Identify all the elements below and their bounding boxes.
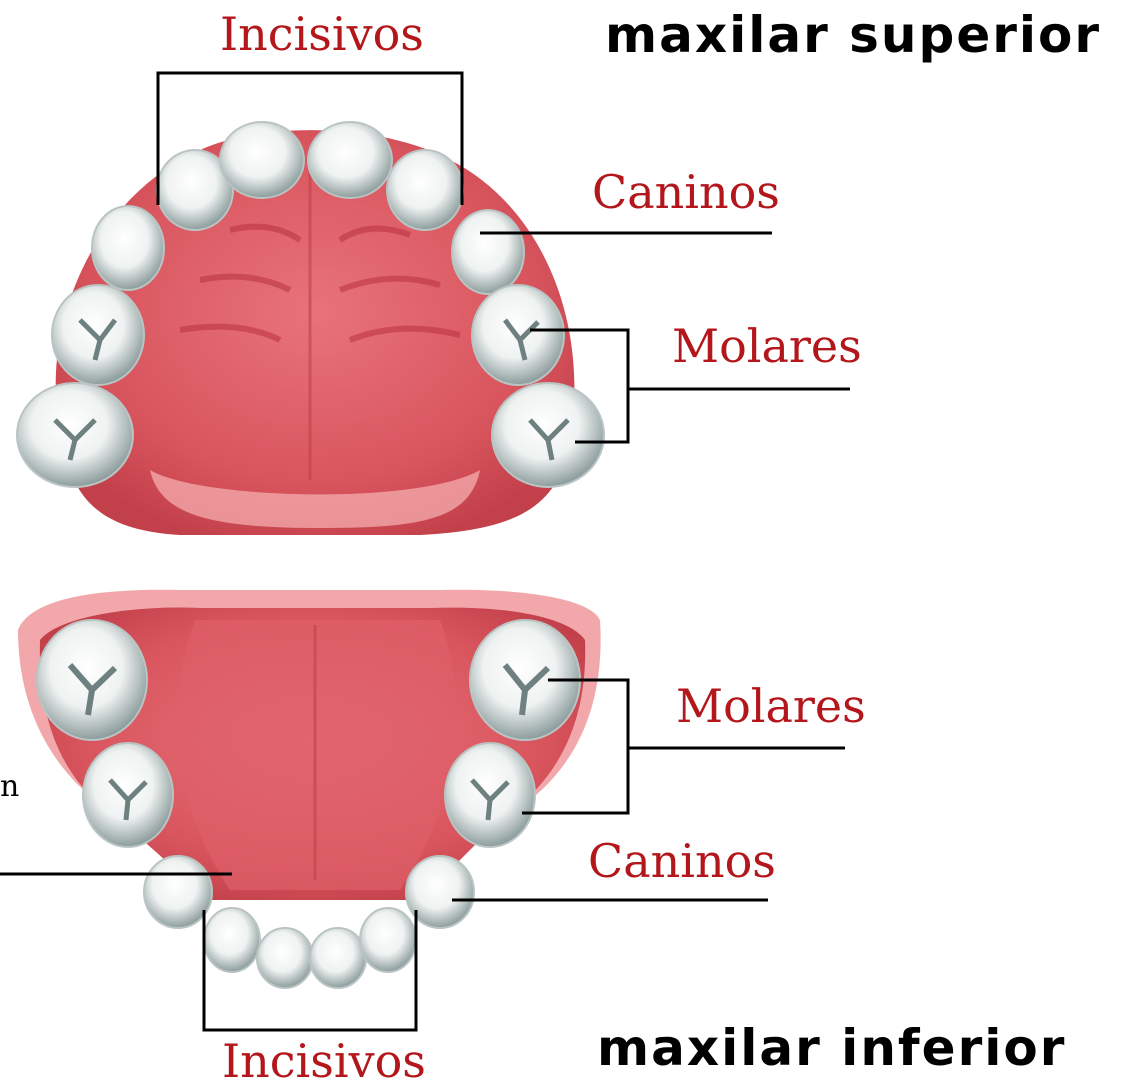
upper-jaw [17,122,604,535]
lower-clipped-label: n [0,769,19,804]
upper-molars-label: Molares [672,319,862,373]
lower-jaw [18,590,601,988]
upper-incisors-label: Incisivos [220,7,424,61]
lower-jaw-title: maxilar inferior [597,1019,1066,1077]
lower-incisors-label: Incisivos [222,1034,426,1084]
upper-jaw-title: maxilar superior [605,6,1101,64]
lower-canines-label: Caninos [588,834,776,888]
lower-incisors [204,908,416,988]
upper-canines-label: Caninos [592,165,780,219]
lower-tongue-area [177,620,456,890]
lower-molars-label: Molares [676,679,866,733]
